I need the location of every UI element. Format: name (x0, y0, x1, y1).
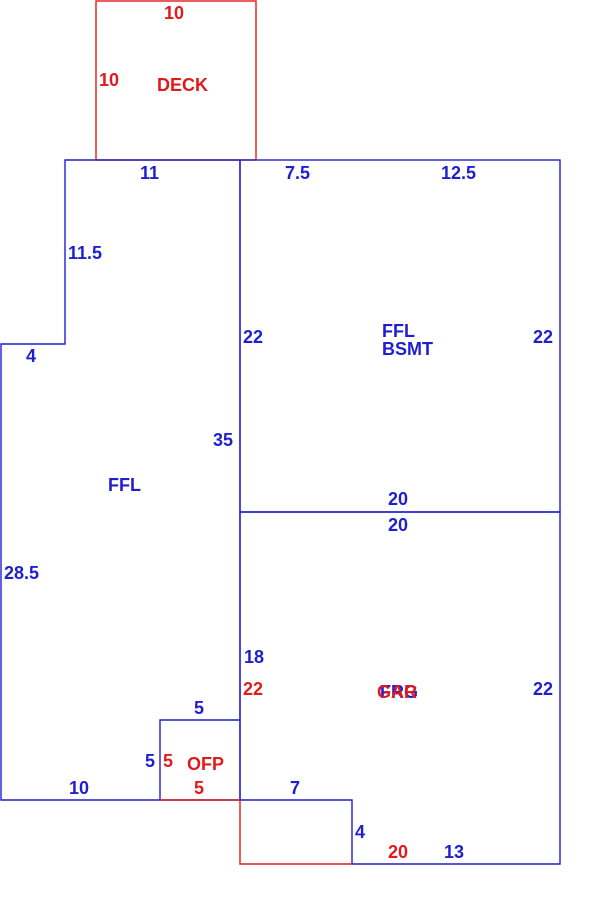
dim-notch-left: 5 (145, 751, 155, 771)
dim-ofp-bottom: 5 (194, 778, 204, 798)
gar-label: GAR (377, 682, 417, 702)
dim-gar-left-red: 22 (243, 679, 263, 699)
ffl-bsmt-label-line1: FFL (382, 321, 415, 341)
dim-gar-left-blue: 18 (244, 647, 264, 667)
dim-ffl-step: 4 (26, 346, 36, 366)
ffl-bsmt-label-line2: BSMT (382, 339, 433, 359)
dim-bsmt-left: 22 (243, 327, 263, 347)
dim-ofp-left: 5 (163, 751, 173, 771)
dim-gar-right: 22 (533, 679, 553, 699)
dim-gar-bottom-red: 20 (388, 842, 408, 862)
dim-ffl-left: 28.5 (4, 563, 39, 583)
dim-ffl-bottom: 10 (69, 778, 89, 798)
dim-notch-top: 5 (194, 698, 204, 718)
dim-ffl-top: 11 (140, 163, 159, 183)
red-lower-outline (239, 800, 352, 865)
dim-deck-top: 10 (164, 3, 184, 23)
dim-ffl-left-upper: 11.5 (68, 243, 102, 263)
dim-lower-top: 7 (290, 778, 300, 798)
dim-lower-step: 4 (355, 822, 365, 842)
deck-label: DECK (157, 75, 208, 95)
ofp-label: OFP (187, 754, 224, 774)
dim-ffl-right: 35 (213, 430, 233, 450)
dim-bsmt-bottom: 20 (388, 489, 408, 509)
dim-bsmt-top-a: 7.5 (285, 163, 310, 183)
frg-label: FRG (380, 682, 418, 702)
dim-deck-left: 10 (99, 70, 119, 90)
dim-bsmt-top-b: 12.5 (441, 163, 476, 183)
dim-gar-top: 20 (388, 515, 408, 535)
dim-bsmt-right: 22 (533, 327, 553, 347)
dim-gar-bottom-blue: 13 (444, 842, 464, 862)
ffl-label: FFL (108, 475, 141, 495)
